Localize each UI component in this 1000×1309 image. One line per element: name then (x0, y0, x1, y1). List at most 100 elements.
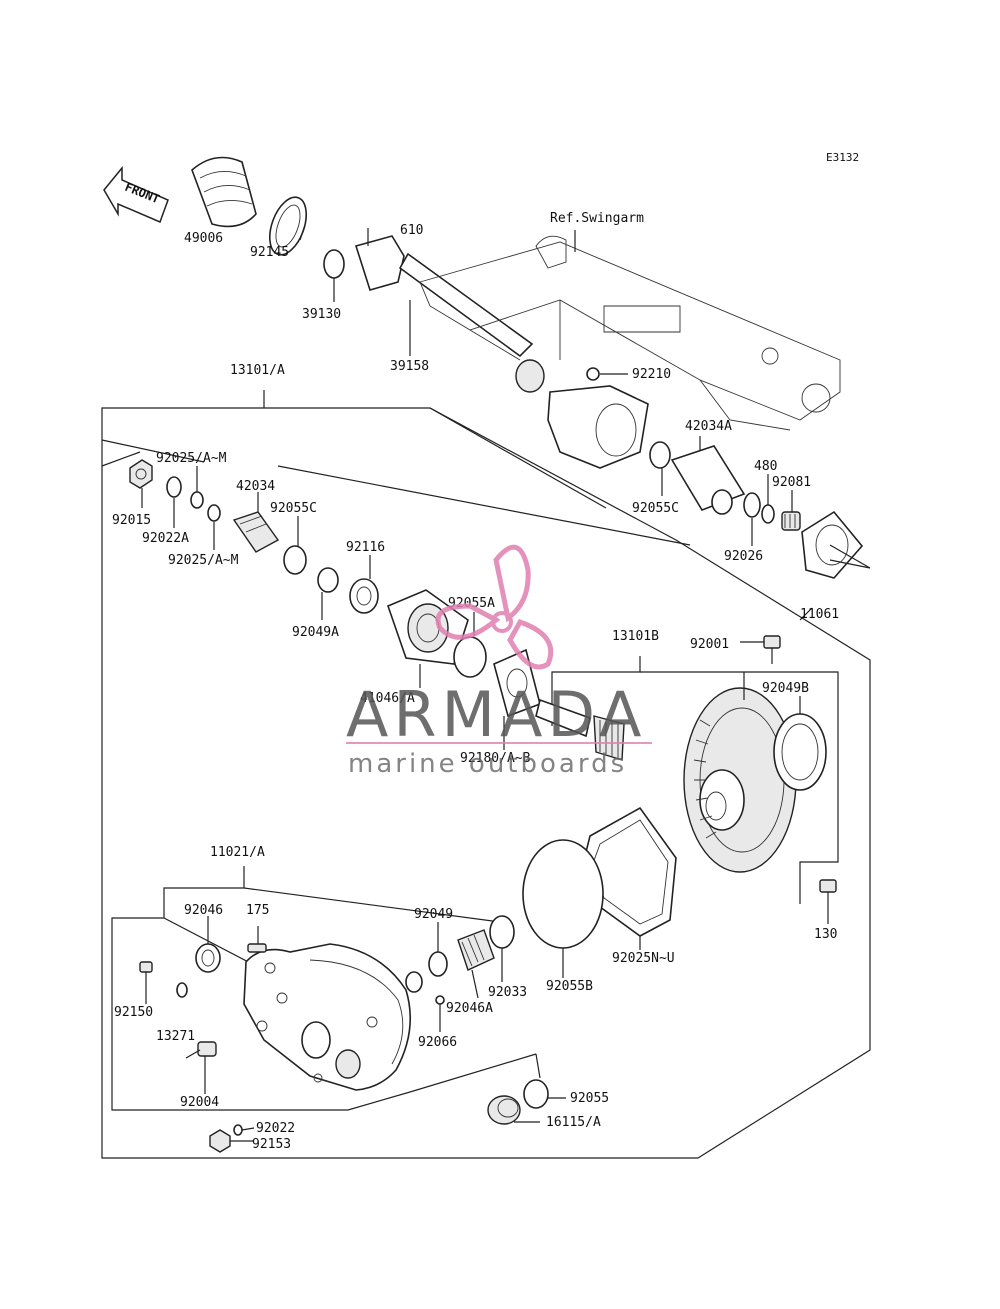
bearing-92046A-icon (457, 929, 495, 971)
joint-42034-icon (232, 511, 280, 553)
leader-lines (141, 227, 829, 1142)
label-92025AM-bottom: 92025/A~M (168, 553, 239, 568)
housing-41046A-icon (386, 589, 469, 665)
plug-92066-icon (435, 995, 445, 1005)
label-92055B: 92055B (546, 979, 593, 994)
o-ring-92055C-right-icon (649, 441, 671, 469)
label-49006: 49006 (184, 231, 223, 246)
leader-line (829, 559, 871, 569)
o-ring-92055C-left-icon (283, 545, 307, 575)
boot-49006-icon (191, 156, 257, 228)
label-92066: 92066 (418, 1035, 457, 1050)
washer-92022A-icon (166, 476, 182, 498)
label-92022: 92022 (256, 1121, 295, 1136)
gasket-11061-icon (801, 510, 864, 579)
group-frame-13101B (728, 671, 839, 904)
washer-92026-icon (743, 492, 761, 518)
label-92004: 92004 (180, 1095, 219, 1110)
drive-shaft-39158-icon (354, 235, 545, 393)
leader-line (429, 407, 607, 509)
label-11021A: 11021/A (210, 845, 265, 860)
label-92210: 92210 (632, 367, 671, 382)
washer-92022-icon (233, 1124, 243, 1136)
label-92049A: 92049A (292, 625, 339, 640)
label-ref-swingarm: Ref.Swingarm (550, 211, 644, 226)
o-ring-92055A-icon (453, 636, 487, 678)
label-92055C-left: 92055C (270, 501, 317, 516)
bearing-92046-icon (195, 943, 221, 973)
front-arrow-icon: FRONT (103, 165, 169, 224)
breather-92004-icon (185, 1041, 217, 1090)
spacer-92046-icon (405, 971, 423, 993)
leader-line (163, 917, 257, 967)
cap-16115A-icon (487, 1095, 521, 1125)
label-92145: 92145 (250, 245, 289, 260)
label-11061: 11061 (800, 607, 839, 622)
leader-line (101, 451, 141, 467)
label-92033: 92033 (488, 985, 527, 1000)
ring-480-icon (761, 504, 775, 524)
label-92153: 92153 (252, 1137, 291, 1152)
label-92150: 92150 (114, 1005, 153, 1020)
washer-92150-icon (176, 982, 188, 998)
label-42034: 42034 (236, 479, 275, 494)
bolt-92150-icon (139, 961, 153, 994)
seal-92049A-icon (317, 567, 339, 593)
bearing-92116-icon (349, 578, 379, 614)
circlip-92033-icon (489, 915, 515, 949)
leader-line (409, 1053, 537, 1093)
leader-line (277, 465, 691, 546)
label-92116: 92116 (346, 540, 385, 555)
shim-92025-top-icon (190, 491, 204, 509)
label-92001: 92001 (690, 637, 729, 652)
label-16115A: 16115/A (546, 1115, 601, 1130)
label-92055C-right: 92055C (632, 501, 679, 516)
label-92049B: 92049B (762, 681, 809, 696)
label-13101B: 13101B (612, 629, 659, 644)
label-175: 175 (246, 903, 269, 918)
ring-gear-icon (683, 687, 797, 873)
housing-13101A-icon (547, 367, 649, 469)
label-92046A: 92046A (446, 1001, 493, 1016)
group-frame-11021A (111, 866, 411, 1111)
label-92081: 92081 (772, 475, 811, 490)
bolt-92001-icon (763, 635, 781, 664)
spring-92081-icon (781, 511, 801, 531)
seal-39130-icon (323, 249, 345, 279)
label-92049: 92049 (414, 907, 453, 922)
seal-92049-icon (428, 951, 448, 977)
shim-92025-bottom-icon (207, 504, 221, 522)
o-ring-92055-icon (523, 1079, 549, 1109)
label-92055: 92055 (570, 1091, 609, 1106)
label-480: 480 (754, 459, 777, 474)
label-610: 610 (400, 223, 423, 238)
leader-line (101, 439, 205, 463)
label-41046A: 41046/A (360, 691, 415, 706)
watermark-title: ARMADA (346, 678, 646, 751)
group-frame-13101A (101, 390, 871, 1159)
pinion-gear-icon (535, 698, 625, 761)
o-ring-92055B-icon (522, 839, 604, 949)
leader-line (243, 887, 501, 923)
label-130: 130 (814, 927, 837, 942)
label-92026: 92026 (724, 549, 763, 564)
band-92145-icon (268, 196, 308, 256)
shim-92025NU-icon (581, 806, 677, 937)
diagram-code: E3132 (826, 151, 859, 164)
swingarm-ref-icon (419, 230, 841, 431)
plug-92153-icon (209, 1129, 231, 1153)
stud-175-icon (247, 926, 267, 953)
label-92180AB: 92180/A~B (460, 751, 531, 766)
bolt-130-icon (819, 879, 837, 900)
seal-92049B-icon (773, 713, 827, 791)
label-13101A: 13101/A (230, 363, 285, 378)
label-39130: 39130 (302, 307, 341, 322)
leader-line (551, 656, 641, 726)
sleeve-42034A-icon (670, 445, 746, 515)
propeller-logo-icon (435, 544, 554, 670)
label-13271: 13271 (156, 1029, 195, 1044)
gear-case-11021A-icon (243, 943, 411, 1091)
watermark: ARMADA marine outboards (346, 544, 652, 779)
label-92022A: 92022A (142, 531, 189, 546)
